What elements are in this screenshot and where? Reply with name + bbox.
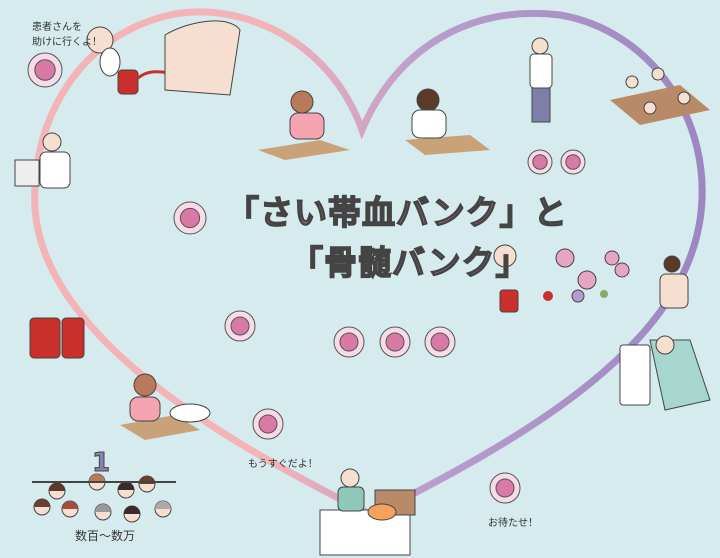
stem-cell-icon <box>560 149 586 175</box>
stem-cell-icon <box>379 326 411 358</box>
woman-writing-icon <box>258 90 350 160</box>
stem-cell-icon <box>224 310 256 342</box>
ratio-denominator: 数百〜数万 <box>75 529 136 543</box>
face-icon <box>138 475 156 493</box>
speech-helping: 患者さんを 助けに行くよ！ <box>32 20 102 50</box>
cell-differentiation-icon <box>493 244 630 313</box>
face-icon <box>154 500 172 518</box>
title-bone-marrow-bank: 「骨髄バンク」 <box>289 242 530 283</box>
patient-icon <box>659 255 689 309</box>
mother-baby-icon <box>120 373 211 440</box>
face-icon <box>123 505 141 523</box>
stem-cell-icon <box>252 408 284 440</box>
stem-cell-icon <box>173 201 207 235</box>
face-icon <box>94 503 112 521</box>
speech-helping-line2: 助けに行くよ！ <box>32 37 102 48</box>
hospital-bed-icon <box>319 468 416 556</box>
face-icon <box>117 481 135 499</box>
stem-cell-icon <box>489 472 521 504</box>
blood-bags-icon <box>29 317 85 359</box>
stem-cell-icon <box>27 52 63 88</box>
face-icon <box>33 498 51 516</box>
speech-helping-line1: 患者さんを <box>32 22 82 33</box>
lab-worker-icon <box>14 132 71 189</box>
stem-cell-icon <box>424 326 456 358</box>
baby-icon <box>86 26 121 77</box>
donor-faces-group <box>33 473 172 523</box>
face-icon <box>61 500 79 518</box>
meeting-icon <box>610 67 710 125</box>
stem-cell-icon <box>527 149 553 175</box>
speech-waited: お待たせ！ <box>488 518 538 529</box>
ratio-numerator: 1 <box>91 448 111 479</box>
speech-soon: もうすぐだよ！ <box>248 459 318 470</box>
apheresis-donor-icon <box>619 335 711 411</box>
doctor-standing-icon <box>529 37 553 123</box>
man-writing-icon <box>405 88 490 155</box>
stem-cell-icon <box>333 326 365 358</box>
face-icon <box>48 482 66 500</box>
title-cord-blood-bank: 「さい帯血バンク」と <box>225 192 568 233</box>
ratio-divider <box>32 481 176 483</box>
blood-bag-icon <box>117 20 241 96</box>
